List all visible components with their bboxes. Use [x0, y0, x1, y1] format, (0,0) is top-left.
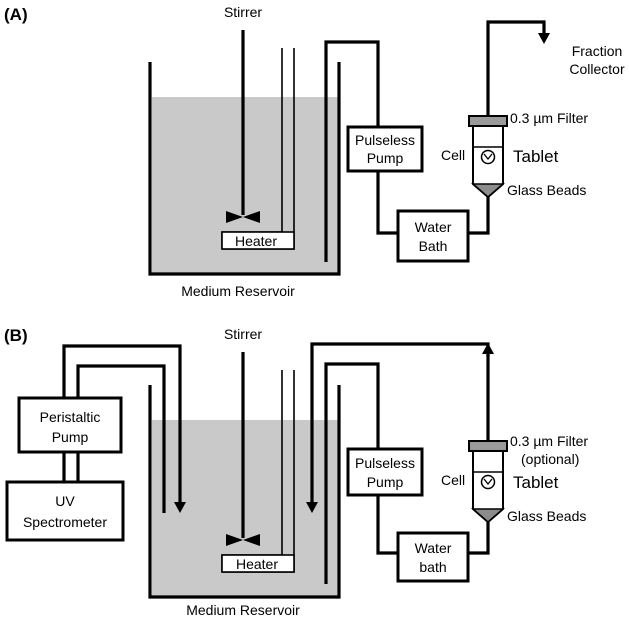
peristaltic-pump-b-line2: Pump: [52, 429, 89, 445]
tablet-a-icon: [480, 149, 496, 165]
tablet-b-mark: [483, 478, 493, 486]
pulseless-pump-a: [346, 125, 424, 173]
reservoir-a-vessel: [148, 62, 341, 276]
collector-a-line1: Fraction: [572, 43, 623, 59]
reservoir-b-vessel: [148, 385, 341, 599]
cell-b-label: Cell: [441, 472, 465, 488]
tube-b-peristaltic-out: [62, 344, 182, 505]
beads-a-label: Glass Beads: [507, 182, 586, 198]
water-bath-a-line2: Bath: [419, 238, 448, 254]
filter-b-label: 0.3 µm Filter: [510, 433, 588, 449]
uv-spectrometer-b-line2: Spectrometer: [23, 514, 107, 530]
tube-b-pump-to-bath: [376, 495, 398, 555]
uv-spectrometer-b-line1: UV: [55, 493, 75, 509]
peristaltic-pump-b-line1: Peristaltic: [40, 409, 101, 425]
tube-b-peristaltic-in: [76, 364, 166, 513]
tube-a-to-collector: [486, 20, 546, 116]
reservoir-a-label: Medium Reservoir: [181, 283, 295, 299]
tube-b-outlet: [324, 362, 380, 584]
water-bath-a-line1: Water: [415, 219, 452, 235]
tablet-a-label: Tablet: [513, 147, 559, 166]
panel-a: (A) Medium Reservoir Stirrer Heater Puls…: [4, 4, 625, 299]
arrow-b-peristaltic-icon: [174, 502, 186, 513]
pulseless-pump-b: [346, 447, 424, 497]
cell-a-glass-beads: [470, 183, 506, 198]
pulseless-pump-a-line2: Pump: [367, 150, 404, 166]
cell-b-filter: [468, 440, 508, 452]
water-bath-b-line1: Water: [415, 540, 452, 556]
pulseless-pump-a-line1: Pulseless: [355, 132, 415, 148]
heater-a-box: [221, 231, 295, 250]
stirrer-a-label: Stirrer: [224, 4, 262, 20]
panel-a-label: (A): [4, 5, 28, 24]
arrow-b-cell-up-icon: [482, 343, 494, 354]
stirrer-a-impeller-icon: [226, 211, 260, 223]
reservoir-b-label: Medium Reservoir: [186, 602, 300, 618]
tube-a-outlet: [324, 40, 380, 262]
tube-b-pp-to-uv: [62, 452, 80, 482]
heater-a-label: Heater: [235, 233, 277, 249]
tablet-a-mark: [483, 153, 493, 161]
uv-spectrometer-b: [5, 480, 125, 542]
stirrer-b-impeller-icon: [226, 534, 260, 546]
cell-a-label: Cell: [441, 147, 465, 163]
tube-b-bath-to-cell: [468, 521, 490, 555]
water-bath-a: [396, 209, 470, 263]
beads-b-label: Glass Beads: [507, 508, 586, 524]
filter-b-note: (optional): [521, 451, 579, 467]
stirrer-b-label: Stirrer: [224, 326, 262, 342]
arrow-b-return-icon: [306, 502, 318, 513]
peristaltic-pump-b: [17, 396, 123, 454]
tube-a-bath-to-cell: [468, 195, 490, 235]
cell-b-glass-beads: [470, 508, 506, 523]
heater-b-box: [221, 554, 295, 573]
tube-a-pump-to-bath: [376, 171, 398, 235]
water-bath-b: [396, 531, 470, 583]
filter-a-label: 0.3 µm Filter: [510, 110, 588, 126]
panel-b-label: (B): [4, 326, 28, 345]
water-bath-b-line2: bath: [419, 559, 446, 575]
pulseless-pump-b-line1: Pulseless: [355, 455, 415, 471]
arrow-a-collector-icon: [538, 33, 550, 44]
heater-b-label: Heater: [236, 556, 278, 572]
collector-a-line2: Collector: [569, 61, 625, 77]
tablet-b-label: Tablet: [513, 473, 559, 492]
pulseless-pump-b-line2: Pump: [367, 474, 404, 490]
panel-b: (B) Medium Reservoir Stirrer Heater Peri…: [4, 326, 588, 618]
tablet-b-icon: [480, 474, 496, 490]
cell-a-filter: [468, 115, 508, 127]
